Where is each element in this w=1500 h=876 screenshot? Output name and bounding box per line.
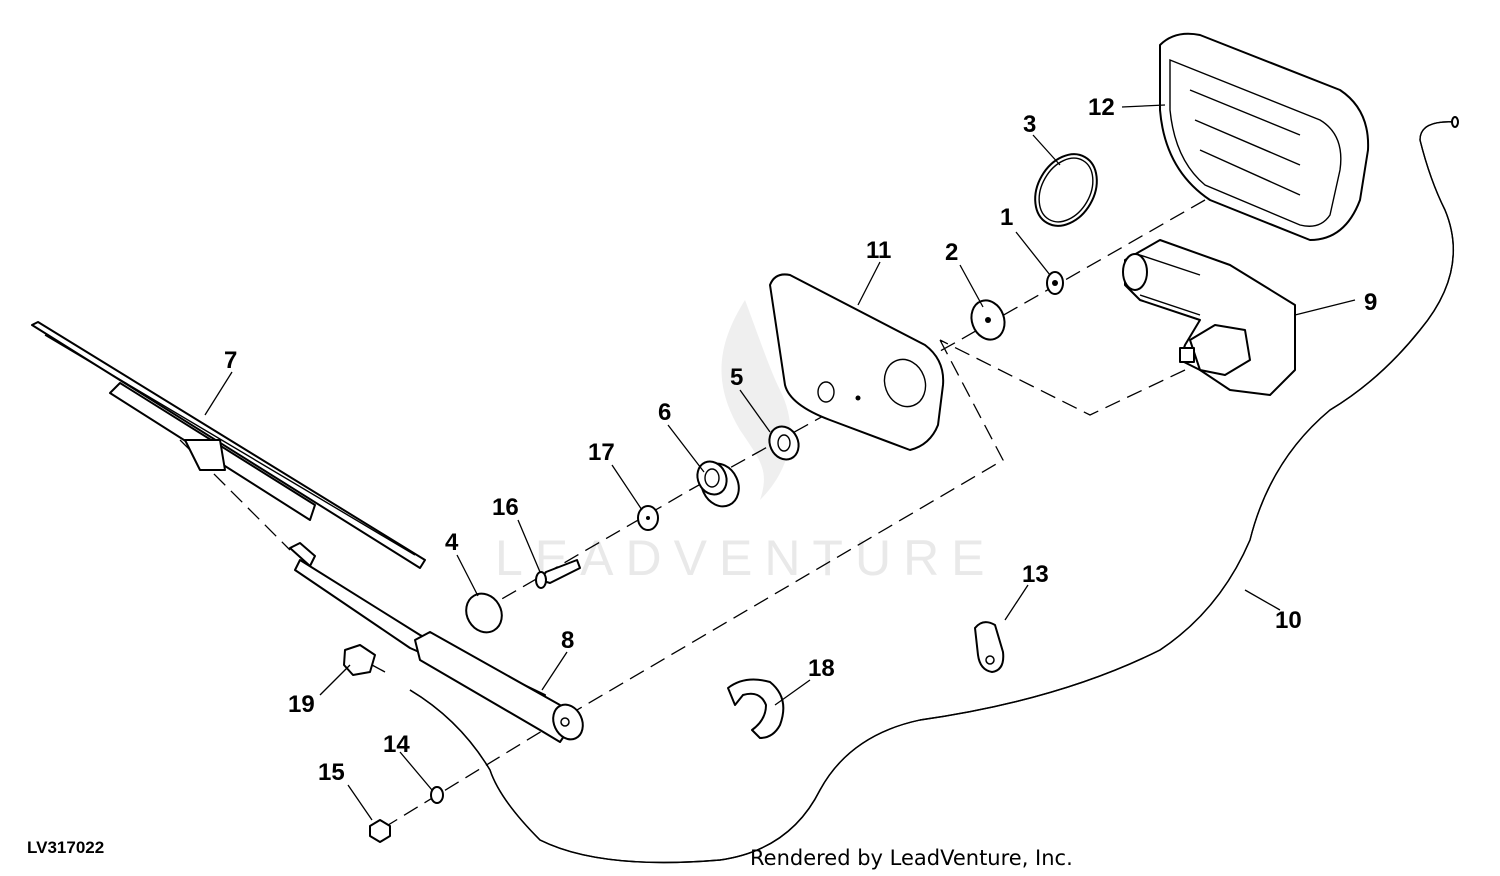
callout-16: 16 bbox=[492, 494, 519, 521]
callout-9: 9 bbox=[1364, 289, 1377, 316]
callout-19: 19 bbox=[288, 691, 315, 718]
callout-1: 1 bbox=[1000, 204, 1013, 231]
callout-4: 4 bbox=[445, 529, 459, 556]
part-17-washer bbox=[637, 505, 659, 531]
leader-lines bbox=[204, 104, 1356, 821]
callout-5: 5 bbox=[730, 364, 743, 391]
part-2-washer bbox=[970, 299, 1006, 341]
part-12-housing bbox=[1159, 32, 1370, 241]
callout-6: 6 bbox=[658, 399, 671, 426]
watermark-text: LEADVENTURE bbox=[495, 530, 997, 586]
assembly-line bbox=[379, 339, 1186, 831]
part-8-arm bbox=[289, 542, 584, 743]
part-1-washer bbox=[1046, 271, 1064, 295]
callout-3: 3 bbox=[1023, 111, 1036, 138]
part-13-clip bbox=[974, 621, 1005, 673]
part-16-screw bbox=[535, 559, 581, 589]
callout-8: 8 bbox=[561, 627, 574, 654]
part-19-fitting bbox=[343, 644, 386, 676]
callout-13: 13 bbox=[1022, 561, 1049, 588]
callout-15: 15 bbox=[318, 759, 345, 786]
part-3-ring bbox=[1034, 153, 1098, 227]
callout-labels: 1 2 3 4 5 6 7 8 9 10 11 12 13 14 15 16 1… bbox=[224, 94, 1377, 786]
part-4-cap bbox=[465, 592, 503, 634]
callout-2: 2 bbox=[945, 239, 958, 266]
render-credit: Rendered by LeadVenture, Inc. bbox=[750, 846, 1073, 870]
callout-10: 10 bbox=[1275, 607, 1302, 634]
callout-14: 14 bbox=[383, 731, 410, 758]
figure-id: LV317022 bbox=[27, 838, 104, 857]
callout-11: 11 bbox=[866, 237, 891, 264]
callout-7: 7 bbox=[224, 347, 237, 374]
part-7-blade bbox=[31, 321, 426, 569]
part-11-cover bbox=[769, 273, 945, 451]
callout-18: 18 bbox=[808, 655, 835, 682]
callout-12: 12 bbox=[1088, 94, 1115, 121]
part-10-hose bbox=[409, 116, 1459, 864]
part-6-bushing bbox=[696, 460, 740, 508]
part-18-clamp bbox=[727, 678, 785, 739]
part-15-nut bbox=[369, 819, 391, 843]
part-14-washer bbox=[430, 786, 444, 804]
part-9-motor bbox=[1122, 239, 1296, 396]
callout-17: 17 bbox=[588, 439, 615, 466]
part-5-grommet bbox=[768, 425, 800, 461]
